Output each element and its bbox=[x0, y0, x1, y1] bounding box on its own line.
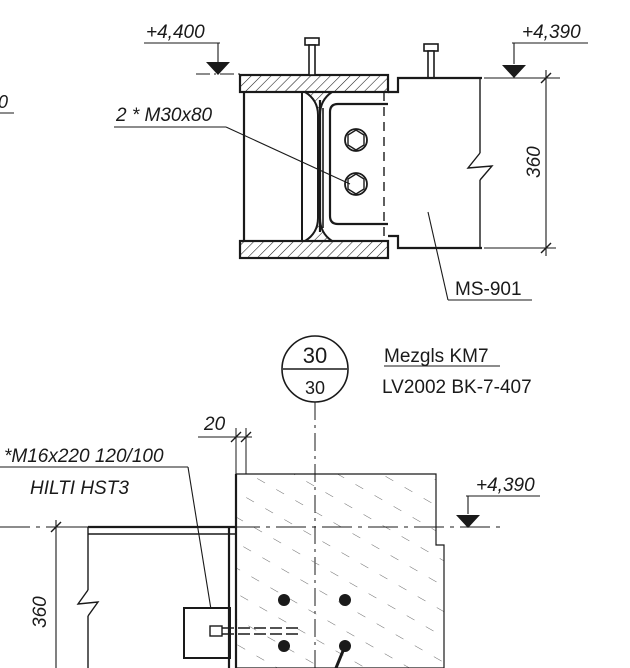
elevation-marker-left: +4,400 bbox=[144, 22, 240, 75]
secondary-beam bbox=[388, 76, 494, 250]
bottom-section: 20 *M16x220 120/100 HILTI HST3 +4,390 bbox=[0, 414, 540, 668]
web bbox=[301, 91, 336, 242]
anchor-holes bbox=[278, 594, 351, 668]
anchor-nut bbox=[209, 625, 223, 637]
bolt-callout: 2 * M30x80 bbox=[114, 105, 351, 185]
anchor-hole bbox=[278, 594, 290, 606]
elevation-triangle-right bbox=[502, 65, 526, 78]
end-plate bbox=[183, 607, 231, 659]
node-marker: 30 30 Mezgls KM7 LV2002 BK-7-407 bbox=[281, 335, 532, 668]
bolt-callout-label: 2 * M30x80 bbox=[115, 105, 213, 126]
dimension-360-top-label: 360 bbox=[524, 146, 545, 178]
shear-studs bbox=[304, 37, 439, 79]
connection-cleat bbox=[322, 92, 388, 241]
dimension-360-top: 360 bbox=[484, 70, 556, 256]
elevation-left-label: +4,400 bbox=[146, 22, 205, 43]
bolt-upper bbox=[344, 128, 368, 152]
concrete-hatch bbox=[235, 473, 445, 668]
anchor-hole bbox=[278, 640, 290, 652]
bottom-flange bbox=[238, 239, 390, 260]
partial-left-label: 0 bbox=[0, 92, 8, 112]
node-reference: LV2002 BK-7-407 bbox=[382, 377, 532, 398]
node-circle-top: 30 bbox=[303, 343, 327, 368]
i-beam-section bbox=[238, 73, 390, 260]
dimension-360-bottom-label: 360 bbox=[30, 596, 51, 628]
top-flange bbox=[238, 73, 390, 94]
elevation-marker-right: +4,390 bbox=[484, 22, 588, 79]
anchor-spec-label: *M16x220 120/100 bbox=[4, 446, 164, 467]
dimension-20-label: 20 bbox=[203, 414, 226, 435]
dimension-20: 20 bbox=[198, 414, 252, 474]
elevation-right-label: +4,390 bbox=[522, 22, 581, 43]
beam-elevation bbox=[76, 525, 300, 668]
beam-tag-label: MS-901 bbox=[455, 279, 522, 300]
dimension-360-bottom: 360 bbox=[30, 520, 88, 668]
concrete-wall bbox=[234, 473, 445, 668]
bolt-lower bbox=[344, 172, 368, 196]
anchor-hole bbox=[339, 594, 351, 606]
beam-tag-callout: MS-901 bbox=[427, 211, 532, 301]
node-title: Mezgls KM7 bbox=[384, 346, 489, 367]
anchor-type-label: HILTI HST3 bbox=[30, 478, 129, 499]
elevation-bottom-label: +4,390 bbox=[476, 475, 535, 496]
top-section: 0 +4,400 +4,390 bbox=[0, 22, 588, 301]
node-circle-bottom: 30 bbox=[305, 378, 325, 398]
elevation-triangle-bottom bbox=[456, 515, 480, 528]
anchor-callout: *M16x220 120/100 HILTI HST3 bbox=[0, 446, 215, 629]
elevation-triangle-left bbox=[206, 62, 230, 75]
